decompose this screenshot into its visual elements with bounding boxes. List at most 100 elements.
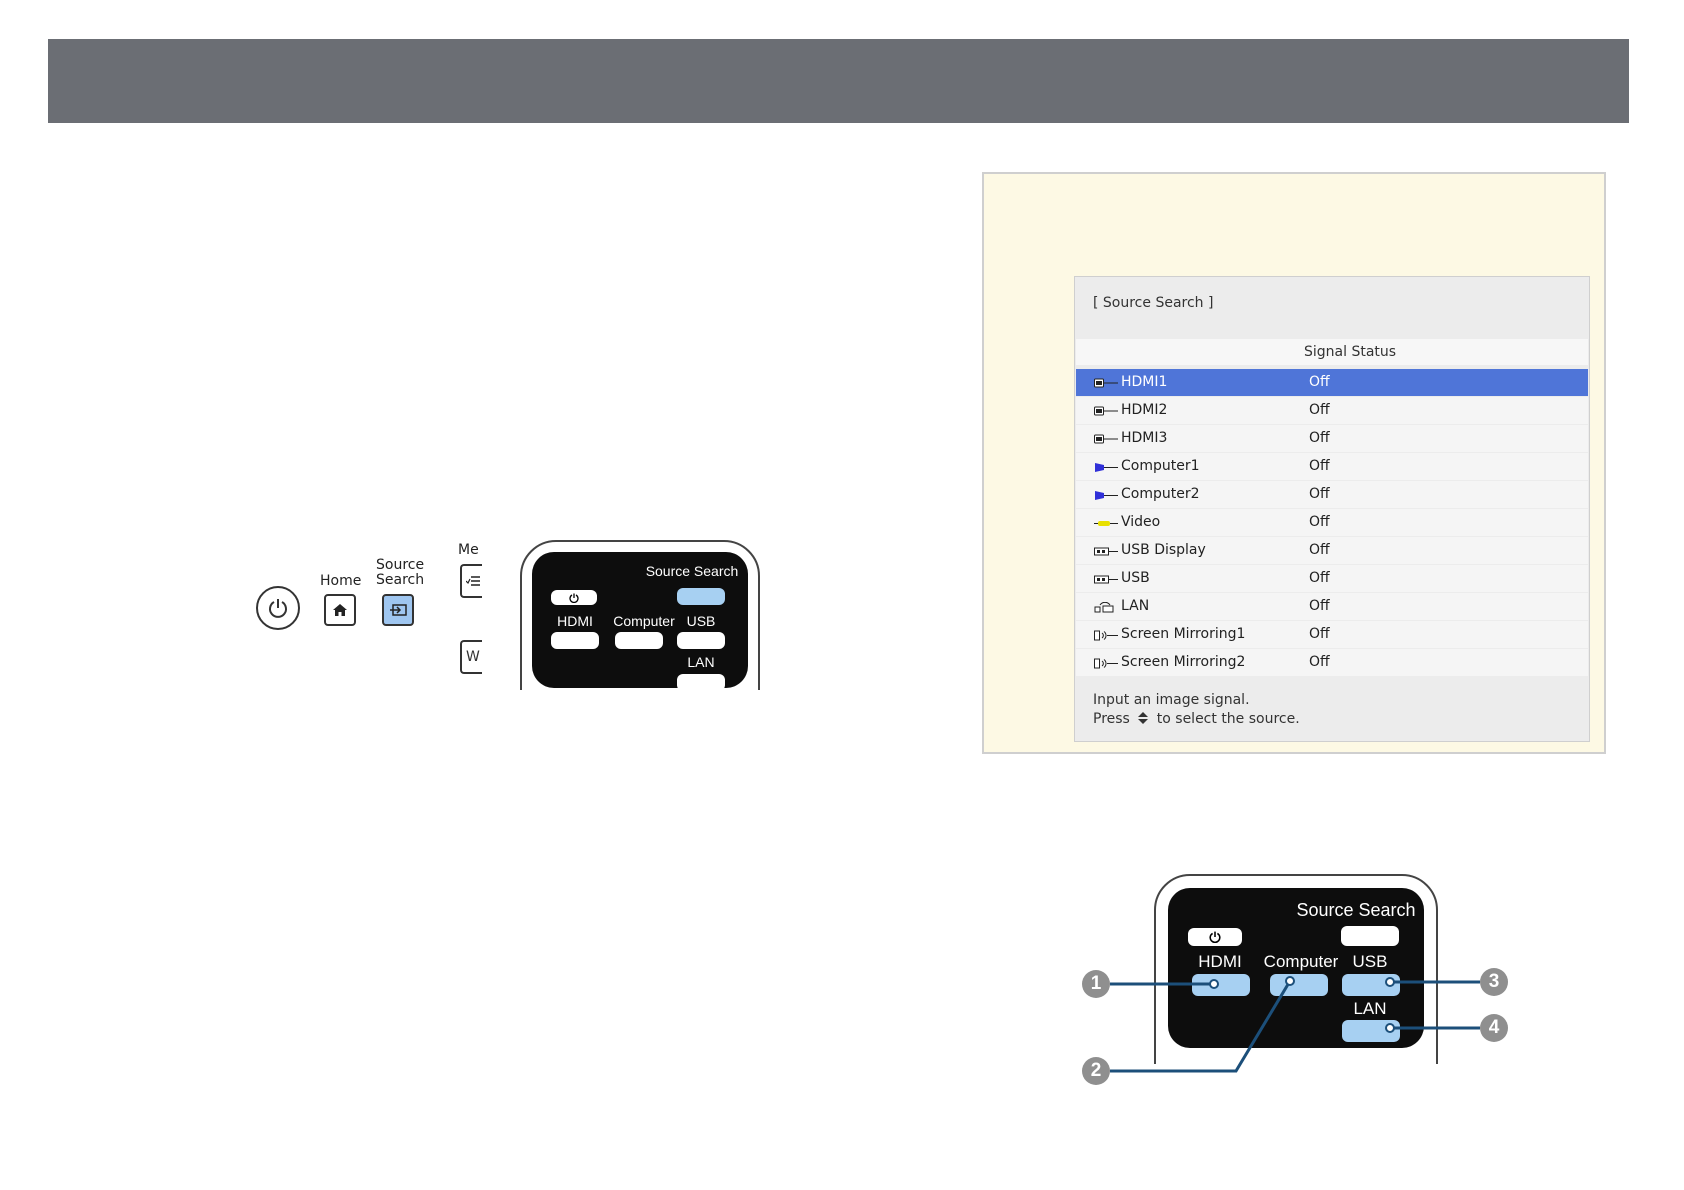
column-header-row: Signal Status xyxy=(1076,339,1588,365)
source-item-hdmi3[interactable]: HDMI3 Off xyxy=(1076,425,1588,452)
source-name: HDMI2 xyxy=(1121,402,1168,418)
w-button[interactable]: W xyxy=(460,640,482,674)
remote-control-small: Source Search HDMI Computer USB LAN xyxy=(520,540,760,690)
source-item-usb[interactable]: USB Off xyxy=(1076,565,1588,592)
computer-icon xyxy=(1094,489,1118,500)
source-search-button[interactable] xyxy=(382,594,414,626)
usb-label: USB xyxy=(1352,952,1388,971)
source-name: HDMI1 xyxy=(1121,374,1168,390)
power-icon xyxy=(1209,931,1221,943)
source-item-usb-display[interactable]: USB Display Off xyxy=(1076,537,1588,564)
menu-list-icon xyxy=(466,576,480,586)
source-name: Screen Mirroring1 xyxy=(1121,626,1246,642)
home-label: Home xyxy=(320,573,362,589)
source-search-key[interactable] xyxy=(677,588,725,605)
source-item-lan[interactable]: LAN Off xyxy=(1076,593,1588,620)
signal-status-value: Off xyxy=(1309,542,1330,558)
source-search-label: Source Search xyxy=(376,557,425,588)
home-icon xyxy=(333,604,347,616)
source-name: Computer1 xyxy=(1121,458,1200,474)
usb-icon xyxy=(1094,545,1118,556)
hdmi-key[interactable] xyxy=(551,632,599,649)
power-key[interactable] xyxy=(1188,928,1242,946)
usb-label: USB xyxy=(686,613,716,629)
screen-mirroring-icon xyxy=(1094,657,1118,669)
callout-1: 1 xyxy=(1082,970,1110,998)
footer-line-2: Press to select the source. xyxy=(1093,711,1300,727)
callout-dot-2 xyxy=(1285,976,1295,986)
source-search-label: Source Search xyxy=(645,563,739,579)
source-search-key[interactable] xyxy=(1341,926,1399,946)
computer-key[interactable] xyxy=(615,632,663,649)
menu-label: Me xyxy=(458,542,479,558)
computer-icon xyxy=(1094,461,1118,472)
signal-status-value: Off xyxy=(1309,654,1330,670)
lan-label: LAN xyxy=(1353,999,1387,1018)
callout-2: 2 xyxy=(1082,1057,1110,1085)
callout-3: 3 xyxy=(1480,968,1508,996)
source-item-computer2[interactable]: Computer2 Off xyxy=(1076,481,1588,508)
source-item-screen-mirroring2[interactable]: Screen Mirroring2 Off xyxy=(1076,649,1588,676)
power-button[interactable] xyxy=(256,586,300,630)
source-item-screen-mirroring1[interactable]: Screen Mirroring1 Off xyxy=(1076,621,1588,648)
callout-4: 4 xyxy=(1480,1014,1508,1042)
video-icon xyxy=(1094,517,1118,528)
signal-status-value: Off xyxy=(1309,486,1330,502)
signal-status-value: Off xyxy=(1309,430,1330,446)
signal-status-value: Off xyxy=(1309,570,1330,586)
computer-label: Computer xyxy=(613,613,675,629)
callout-dot-1 xyxy=(1209,979,1219,989)
source-name: USB xyxy=(1121,570,1150,586)
source-name: Computer2 xyxy=(1121,486,1200,502)
screen-mirroring-icon xyxy=(1094,629,1118,641)
signal-status-value: Off xyxy=(1309,458,1330,474)
callout-dot-4 xyxy=(1385,1023,1395,1033)
hdmi-key[interactable] xyxy=(1192,974,1250,996)
lan-icon xyxy=(1094,601,1118,613)
power-icon xyxy=(569,593,579,603)
power-key[interactable] xyxy=(551,590,597,605)
source-item-computer1[interactable]: Computer1 Off xyxy=(1076,453,1588,480)
hdmi-label: HDMI xyxy=(557,613,593,629)
source-input-icon xyxy=(390,604,407,616)
signal-status-value: Off xyxy=(1309,626,1330,642)
source-search-label: Source Search xyxy=(1296,900,1416,920)
source-item-hdmi2[interactable]: HDMI2 Off xyxy=(1076,397,1588,424)
lan-key[interactable] xyxy=(677,674,725,690)
lan-key[interactable] xyxy=(1342,1020,1400,1042)
menu-title: [ Source Search ] xyxy=(1093,295,1214,311)
menu-button[interactable] xyxy=(460,564,482,598)
hdmi-icon xyxy=(1094,433,1118,444)
home-button[interactable] xyxy=(324,594,356,626)
source-name: USB Display xyxy=(1121,542,1206,558)
signal-status-value: Off xyxy=(1309,598,1330,614)
hdmi-label: HDMI xyxy=(1198,952,1242,971)
source-name: Screen Mirroring2 xyxy=(1121,654,1246,670)
signal-status-value: Off xyxy=(1309,514,1330,530)
hdmi-icon xyxy=(1094,405,1118,416)
signal-status-value: Off xyxy=(1309,374,1330,390)
signal-status-value: Off xyxy=(1309,402,1330,418)
signal-status-header: Signal Status xyxy=(1304,344,1397,360)
source-item-hdmi1[interactable]: HDMI1 Off xyxy=(1076,369,1588,396)
power-icon xyxy=(269,599,287,618)
computer-label: Computer xyxy=(1263,952,1339,971)
footer-line-1: Input an image signal. xyxy=(1093,692,1250,708)
hdmi-icon xyxy=(1094,377,1118,388)
remote-face: Source Search HDMI Computer USB LAN xyxy=(532,552,748,690)
callout-dot-3 xyxy=(1385,977,1395,987)
callout-line-2 xyxy=(1110,980,1292,1073)
lan-label: LAN xyxy=(687,654,715,670)
remote-face: Source Search HDMI Computer USB LAN xyxy=(1168,888,1424,1048)
source-name: LAN xyxy=(1121,598,1150,614)
header-bar xyxy=(48,39,1629,123)
menu-footer: Input an image signal. Press to select t… xyxy=(1093,691,1300,729)
usb-key[interactable] xyxy=(677,632,725,649)
source-name: HDMI3 xyxy=(1121,430,1168,446)
up-down-arrow-icon xyxy=(1138,712,1149,724)
usb-key[interactable] xyxy=(1342,974,1400,996)
